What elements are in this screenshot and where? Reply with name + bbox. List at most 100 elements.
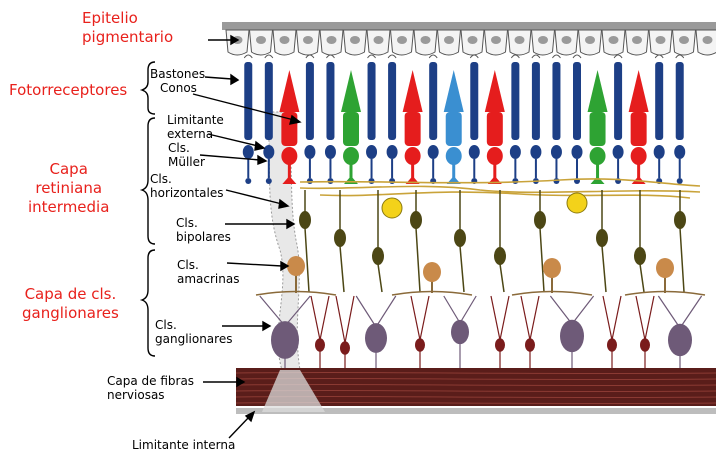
label-conos: Conos (160, 81, 197, 95)
ganglion-cell-body (560, 320, 584, 352)
cone-nucleus (281, 147, 297, 165)
bipolar-cell-body (454, 229, 466, 247)
cone-outer-segment (341, 70, 361, 112)
label-capa-fibras: Capa de fibras nerviosas (107, 374, 194, 402)
rod-outer-segment (368, 62, 376, 140)
ganglion-cell-body (340, 341, 350, 355)
pigment-nucleus (515, 36, 525, 44)
rod-outer-segment (655, 62, 663, 140)
bipolar-cell-body (494, 247, 506, 265)
pigment-nucleus (327, 36, 337, 44)
rod-outer-segment (614, 62, 622, 140)
cone-inner-segment (487, 112, 503, 146)
amacrine-cell-body (287, 256, 305, 276)
rod-outer-segment (265, 62, 273, 140)
amacrine-cell-body (656, 258, 674, 278)
rod-nucleus (530, 145, 541, 159)
pigment-nucleus (444, 36, 454, 44)
rod-terminal (266, 178, 272, 184)
label-capa-intermedia: Capa retiniana intermedia (28, 160, 109, 217)
bipolar-cell-body (334, 229, 346, 247)
rod-outer-segment (552, 62, 560, 140)
photoreceptor-layer (243, 55, 685, 184)
bipolar-axon (460, 246, 464, 292)
ganglion-dendrites (411, 296, 429, 340)
cone-inner-segment (631, 112, 647, 146)
cone-outer-segment (485, 70, 505, 112)
cone-nucleus (343, 147, 359, 165)
rod-nucleus (551, 145, 562, 159)
bipolar-cell-body (674, 211, 686, 229)
ganglion-cell-body (415, 338, 425, 352)
pigment-nucleus (374, 36, 384, 44)
label-cls-amacrinas: Cls. amacrinas (177, 258, 239, 286)
bipolar-axon (540, 228, 544, 292)
cone-outer-segment (279, 70, 299, 112)
rod-tip (552, 55, 560, 58)
pigment-nucleus (421, 36, 431, 44)
amacrine-cell-body (423, 262, 441, 282)
rod-tip (573, 55, 581, 58)
rod-tip (655, 55, 663, 58)
pigment-nucleus (585, 36, 595, 44)
cone-outer-segment (588, 70, 608, 112)
ganglion-dendrites (444, 296, 476, 323)
label-cls-horizontales: Cls. horizontales (150, 172, 224, 200)
horizontal-cell (382, 198, 402, 218)
layer-braces (142, 62, 155, 356)
cone-outer-segment (629, 70, 649, 112)
bipolar-axon (416, 228, 420, 292)
ganglion-dendrites (521, 296, 539, 340)
rod-nucleus (325, 145, 336, 159)
bipolar-cell-body (299, 211, 311, 229)
bipolar-axon (680, 228, 684, 292)
rod-tip (244, 55, 252, 58)
cone-outer-segment (444, 70, 464, 112)
bipolar-cell-body (372, 247, 384, 265)
bipolar-axon (305, 228, 309, 292)
rod-nucleus (654, 145, 665, 159)
ganglion-cell-body (525, 338, 535, 352)
ganglion-cell-body (365, 323, 387, 353)
rod-tip (429, 55, 437, 58)
label-capa-ganglionares: Capa de cls. ganglionares (22, 285, 119, 323)
rod-nucleus (304, 145, 315, 159)
label-fotorreceptores: Fotorreceptores (9, 81, 127, 100)
bipolar-axon (640, 264, 644, 292)
cone-nucleus (405, 147, 421, 165)
ganglion-dendrites (356, 296, 396, 327)
cone-nucleus (487, 147, 503, 165)
ganglion-cell-body (640, 338, 650, 352)
rod-nucleus (469, 145, 480, 159)
bipolar-axon (500, 264, 504, 292)
pigment-nucleus (562, 36, 572, 44)
rod-terminal (369, 178, 375, 184)
rod-outer-segment (429, 62, 437, 140)
label-cls-bipolares: Cls. bipolares (176, 216, 231, 244)
cone-inner-segment (343, 112, 359, 146)
cone-nucleus (631, 147, 647, 165)
rod-tip (388, 55, 396, 58)
pigment-nucleus (538, 36, 548, 44)
bipolar-axon (378, 264, 382, 292)
ganglion-cell-body (607, 338, 617, 352)
pigment-nucleus (303, 36, 313, 44)
rod-nucleus (613, 145, 624, 159)
rod-nucleus (366, 145, 377, 159)
rod-outer-segment (532, 62, 540, 140)
pigment-nucleus (256, 36, 266, 44)
rod-outer-segment (306, 62, 314, 140)
rod-nucleus (572, 145, 583, 159)
rod-outer-segment (326, 62, 334, 140)
rod-outer-segment (573, 62, 581, 140)
ganglion-dendrites (636, 296, 654, 340)
label-epitelio: Epitelio pigmentario (82, 9, 173, 47)
bipolar-axon (340, 246, 344, 292)
pigment-nucleus (468, 36, 478, 44)
cone-outer-segment (403, 70, 423, 112)
ganglion-cell-body (668, 324, 692, 356)
cone-nucleus (446, 147, 462, 165)
pigment-nucleus (397, 36, 407, 44)
ganglion-dendrites (336, 296, 354, 343)
rod-terminal (677, 178, 683, 184)
